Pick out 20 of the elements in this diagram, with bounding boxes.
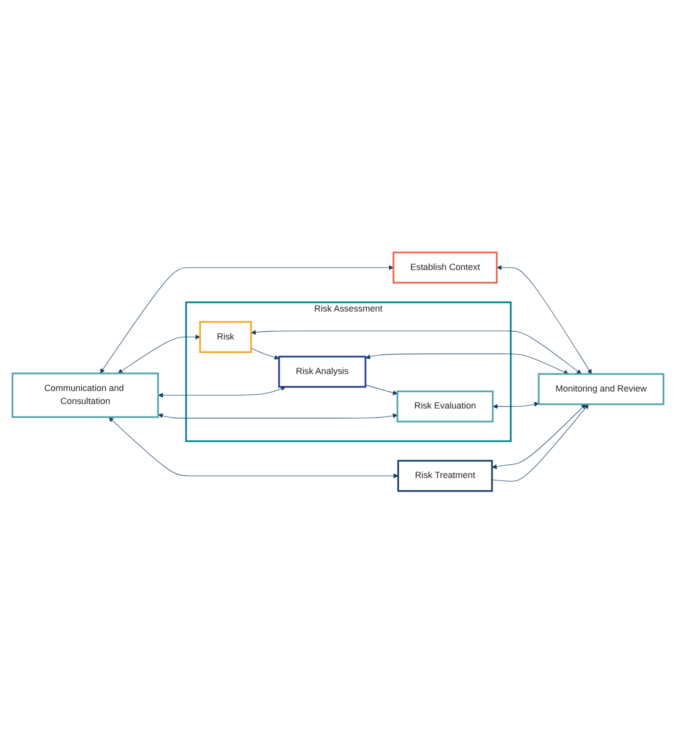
- arrow: [108, 417, 398, 479]
- arrow: [158, 386, 286, 398]
- arrow: [365, 354, 569, 375]
- node-box: Risk Evaluation: [396, 390, 494, 423]
- node-box: Communication and Consultation: [12, 372, 159, 418]
- arrow: [492, 404, 589, 482]
- node-box: Risk Treatment: [397, 460, 493, 492]
- arrow: [496, 265, 592, 374]
- node-box: Establish Context: [392, 252, 498, 284]
- arrow: [492, 404, 586, 470]
- arrow: [158, 414, 398, 419]
- node-box: Risk: [199, 321, 252, 354]
- node-box: Monitoring and Review: [538, 373, 664, 406]
- arrow: [118, 334, 200, 374]
- node-box: Risk Analysis: [278, 356, 366, 388]
- arrow: [100, 265, 394, 374]
- arrow: [251, 330, 582, 374]
- arrow: [492, 402, 539, 410]
- arrow: [365, 384, 398, 396]
- arrow: [250, 348, 280, 360]
